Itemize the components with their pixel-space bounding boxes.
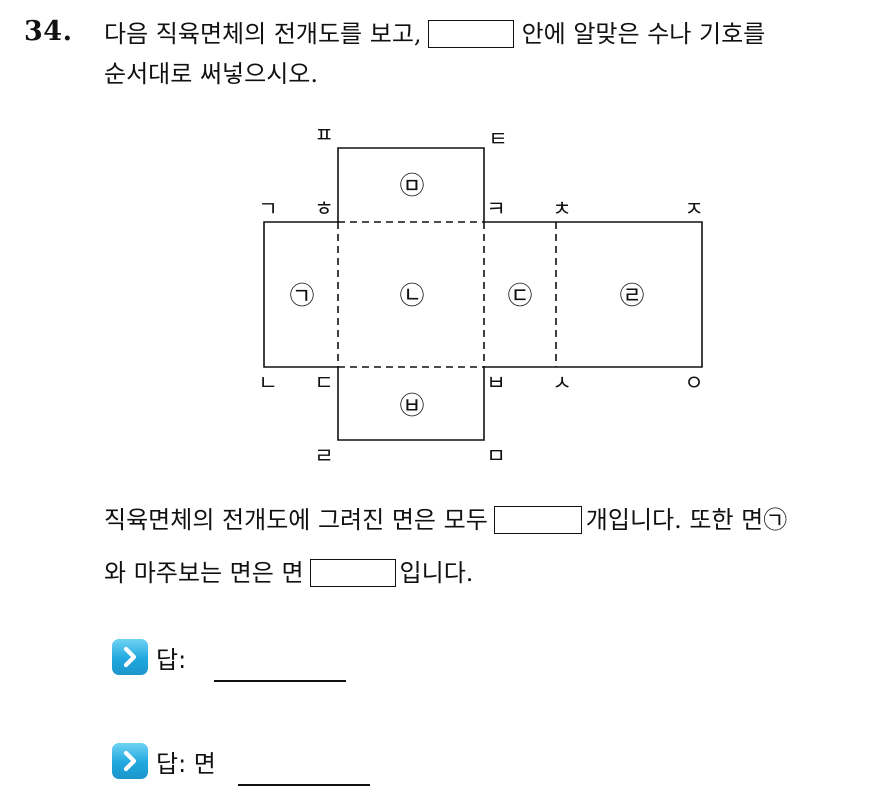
answer-label: 답: <box>156 645 187 674</box>
vertex-label-r: ㄹ <box>314 444 333 468</box>
vertex-label-j: ㅈ <box>684 197 703 221</box>
vertex-label-t: ㅌ <box>488 127 507 151</box>
vertex-label-h: ㅎ <box>314 197 333 221</box>
chevron-right-icon <box>112 743 148 779</box>
vertex-label-s: ㅅ <box>552 371 571 395</box>
vertex-label-g: ㄱ <box>258 197 277 221</box>
answer-row-1: 답: <box>112 638 346 682</box>
question-number: 34. <box>24 16 73 47</box>
body-text-line1: 직육면체의 전개도에 그려진 면은 모두 개입니다. 또한 면㉠ <box>104 504 787 536</box>
body-text-part: 와 마주보는 면은 면 <box>104 559 304 587</box>
answer-row-2: 답: 면 <box>112 742 370 786</box>
blank-box-face-count <box>493 506 582 534</box>
vertex-label-b: ㅂ <box>486 371 505 395</box>
face-label-top: ㉤ <box>399 171 424 200</box>
vertex-label-p: ㅍ <box>314 123 333 147</box>
face-label-right2: ㉣ <box>619 281 644 310</box>
question-text-line2: 순서대로 써넣으시오. <box>104 60 318 88</box>
face-label-bottom: ㉥ <box>399 391 424 420</box>
vertex-label-k: ㅋ <box>486 197 505 221</box>
face-label-right1: ㉢ <box>507 281 532 310</box>
body-text-part: 입니다. <box>399 559 474 587</box>
chevron-right-icon <box>112 639 148 675</box>
body-text-part: 개입니다. 또한 면㉠ <box>585 506 788 534</box>
body-text-line2: 와 마주보는 면은 면 입니다. <box>104 557 473 589</box>
answer-blank-line[interactable] <box>214 680 346 682</box>
vertex-label-d: ㄷ <box>314 371 333 395</box>
answer-label: 답: 면 <box>156 749 216 778</box>
question-text-part: 다음 직육면체의 전개도를 보고, <box>104 20 422 48</box>
cuboid-net-diagram: ㅍ ㅌ ㄱ ㅎ ㅋ ㅊ ㅈ ㄴ ㄷ ㅂ ㅅ ㅇ ㄹ ㅁ ㉤ ㉠ ㉡ ㉢ ㉣ ㉥ <box>258 123 703 468</box>
question-text-part: 안에 알맞은 수나 기호를 <box>521 20 766 48</box>
vertex-label-ch: ㅊ <box>552 197 571 221</box>
vertex-label-o: ㅇ <box>684 371 703 395</box>
vertex-label-m: ㅁ <box>486 444 505 468</box>
face-label-center: ㉡ <box>399 281 424 310</box>
question-text-line1: 다음 직육면체의 전개도를 보고, 안에 알맞은 수나 기호를 <box>104 18 765 50</box>
blank-box-question <box>427 20 514 48</box>
face-label-left: ㉠ <box>289 281 314 310</box>
vertex-label-n: ㄴ <box>258 371 277 395</box>
body-text-part: 직육면체의 전개도에 그려진 면은 모두 <box>104 506 488 534</box>
blank-box-opposite-face <box>309 559 396 587</box>
